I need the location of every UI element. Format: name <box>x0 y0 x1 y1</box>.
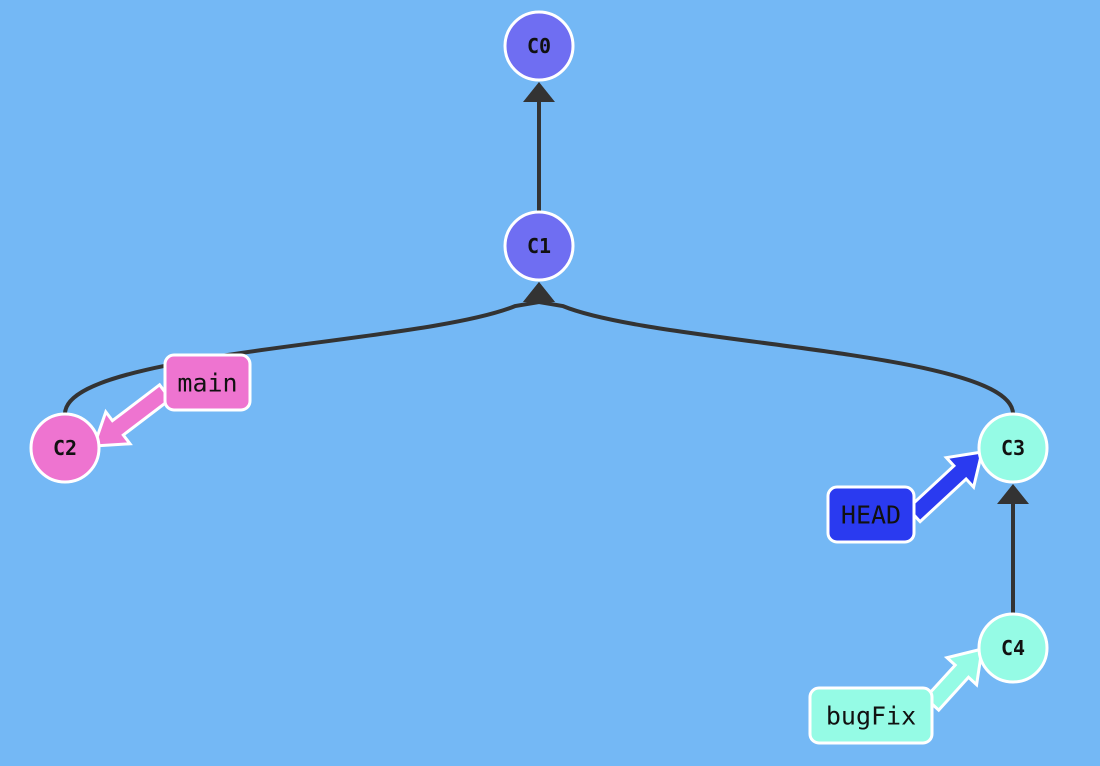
commit-label: C0 <box>527 34 551 58</box>
commit-label: C1 <box>527 234 551 258</box>
edge-arrowhead-C0 <box>523 82 555 102</box>
commit-circle <box>503 210 575 282</box>
commit-label: C4 <box>1001 636 1025 660</box>
commit-edges <box>63 82 1029 614</box>
commit-circle <box>29 412 101 484</box>
commit-circle <box>977 612 1049 684</box>
ref-tag-main[interactable]: main <box>163 353 252 412</box>
ref-tag-box <box>826 485 916 544</box>
commit-node-C2[interactable]: C2 <box>29 412 101 484</box>
ref-tag-box <box>808 686 934 745</box>
edge-arrowhead-C3 <box>997 484 1029 504</box>
ref-arrow-bugFix <box>923 647 984 713</box>
commit-circle <box>503 10 575 82</box>
ref-tag-label: main <box>177 369 237 398</box>
commit-node-C4[interactable]: C4 <box>977 612 1049 684</box>
ref-arrows <box>91 382 984 713</box>
ref-tag-label: bugFix <box>826 702 916 731</box>
commit-node-C3[interactable]: C3 <box>977 412 1049 484</box>
commit-node-C1[interactable]: C1 <box>503 210 575 282</box>
ref-tag-label: HEAD <box>841 501 901 530</box>
ref-tag-HEAD[interactable]: HEAD <box>826 485 916 544</box>
commit-label: C3 <box>1001 436 1025 460</box>
ref-arrow-HEAD <box>905 450 984 524</box>
commit-circle <box>977 412 1049 484</box>
ref-tag-box <box>163 353 252 412</box>
commit-node-C0[interactable]: C0 <box>503 10 575 82</box>
edge-C2-C1 <box>63 300 540 415</box>
commit-label: C2 <box>53 436 77 460</box>
edge-arrowhead-C1 <box>523 282 555 302</box>
ref-arrow-main <box>91 382 173 448</box>
edge-C3-C1 <box>538 300 1015 415</box>
ref-tag-bugFix[interactable]: bugFix <box>808 686 934 745</box>
